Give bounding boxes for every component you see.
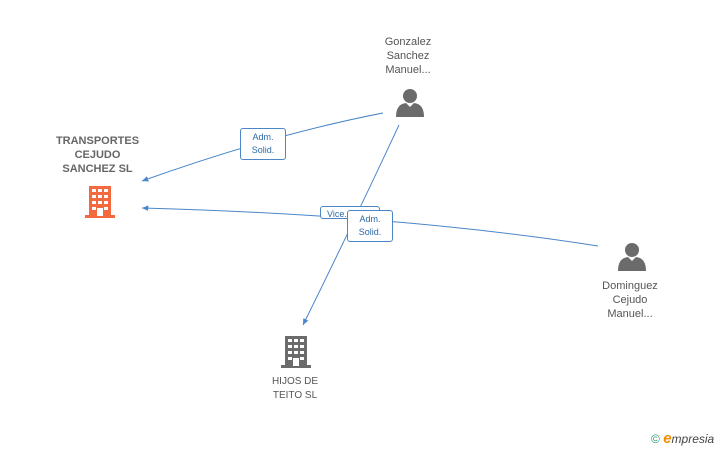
label-line: TRANSPORTES: [55, 135, 140, 147]
role-line: Solid.: [358, 227, 382, 237]
person-label-gonzalez[interactable]: Gonzalez Sanchez Manuel...: [360, 35, 456, 77]
label-line: Cejudo: [612, 294, 648, 306]
company-label-hijos[interactable]: HIJOS DE TEITO SL: [250, 375, 340, 403]
label-line: Dominguez: [602, 280, 658, 292]
label-line: SANCHEZ SL: [62, 163, 133, 175]
label-line: TEITO SL: [272, 390, 318, 401]
person-icon[interactable]: [396, 89, 424, 117]
person-label-dominguez[interactable]: Dominguez Cejudo Manuel...: [582, 279, 678, 321]
edge-role-badge[interactable]: Adm. Solid.: [240, 128, 286, 160]
brand-initial: e: [663, 430, 672, 447]
brand-name: mpresia: [671, 432, 715, 446]
edge-role-badge[interactable]: Adm. Solid.: [347, 210, 393, 242]
copyright-symbol: ©: [651, 432, 660, 446]
label-line: HIJOS DE: [271, 376, 319, 387]
role-line: Vice...: [327, 209, 352, 219]
label-line: Manuel...: [385, 64, 431, 76]
label-line: CEJUDO: [74, 149, 121, 161]
label-line: Sanchez: [386, 50, 430, 62]
company-label-transportes[interactable]: TRANSPORTES CEJUDO SANCHEZ SL: [40, 134, 155, 176]
role-line: Adm.: [252, 132, 274, 142]
brand-watermark: © empresia: [651, 430, 714, 447]
person-icon[interactable]: [618, 243, 646, 271]
label-line: Manuel...: [607, 308, 653, 320]
building-icon[interactable]: [85, 186, 115, 218]
label-line: Gonzalez: [384, 36, 432, 48]
building-icon[interactable]: [281, 336, 311, 368]
role-line: Solid.: [251, 145, 275, 155]
role-line: Adm.: [359, 214, 381, 224]
